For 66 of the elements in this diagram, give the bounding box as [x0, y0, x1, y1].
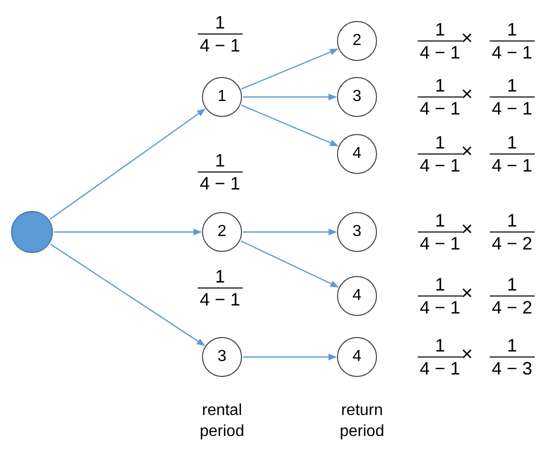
axis-caption: rental period: [198, 401, 246, 442]
fraction-numerator: 1: [435, 334, 445, 356]
multiply-sign: ×: [461, 218, 473, 242]
fraction-denominator: 4 − 1: [418, 154, 462, 176]
circle-node: [202, 212, 242, 252]
fraction-denominator: 4 − 1: [198, 34, 242, 56]
circle-node: [337, 212, 377, 252]
multiply-sign: ×: [461, 84, 473, 106]
arrow: [50, 108, 206, 220]
filled-circle-node: [11, 211, 53, 253]
node-number: 1: [218, 88, 226, 106]
fraction-denominator: 4 − 1: [418, 96, 462, 120]
node-number: 3: [352, 88, 362, 106]
fraction-denominator: 4 − 1: [490, 40, 534, 64]
circle-node: [202, 77, 242, 117]
multiply-sign: ×: [461, 28, 473, 50]
fraction-denominator: 4 − 3: [490, 356, 534, 380]
fraction-numerator: 1: [507, 74, 517, 96]
node-number: 3: [352, 223, 362, 241]
node-number: 2: [352, 32, 362, 50]
fraction-numerator: 1: [507, 18, 517, 40]
fraction-numerator: 1: [507, 132, 517, 154]
arrow: [241, 48, 338, 90]
arrow: [50, 244, 206, 346]
fraction-denominator: 4 − 1: [418, 296, 462, 318]
fraction-denominator: 4 − 2: [490, 232, 534, 254]
arrow: [243, 354, 337, 360]
circle-node: [202, 337, 242, 377]
fraction-denominator: 4 − 2: [490, 296, 534, 318]
node-number: 4: [352, 145, 362, 163]
circle-node: [337, 134, 377, 174]
fraction-numerator: 1: [215, 266, 225, 288]
multiply-sign: ×: [461, 140, 473, 164]
arrow: [243, 228, 337, 236]
fraction-denominator: 4 − 1: [418, 356, 462, 380]
fraction-numerator: 1: [507, 274, 517, 296]
node-number: 2: [218, 223, 226, 241]
circle-node: [337, 337, 377, 377]
multiply-sign: ×: [461, 344, 473, 366]
fraction-denominator: 4 − 1: [490, 154, 534, 176]
circle-node: [337, 21, 377, 61]
fraction-numerator: 1: [435, 74, 445, 96]
node-number: 4: [352, 287, 362, 305]
arrow: [240, 240, 339, 288]
arrow: [241, 104, 338, 146]
axis-caption: return period: [338, 401, 386, 442]
fraction-numerator: 1: [435, 274, 445, 296]
circle-node: [337, 77, 377, 117]
fraction-denominator: 4 − 1: [418, 232, 462, 254]
arrow: [243, 94, 337, 100]
fraction-numerator: 1: [215, 12, 225, 34]
node-number: 4: [352, 348, 362, 366]
multiply-sign: ×: [461, 282, 473, 306]
fraction-denominator: 4 − 1: [198, 288, 242, 310]
fraction-numerator: 1: [435, 210, 445, 232]
circle-node: [337, 276, 377, 316]
fraction-numerator: 1: [435, 132, 445, 154]
node-number: 3: [218, 348, 226, 366]
fraction-numerator: 1: [507, 210, 517, 232]
arrow: [54, 228, 202, 236]
fraction-numerator: 1: [215, 150, 225, 172]
fraction-numerator: 1: [507, 334, 517, 356]
fraction-numerator: 1: [435, 18, 445, 40]
fraction-denominator: 4 − 1: [418, 40, 462, 64]
fraction-denominator: 4 − 1: [198, 172, 242, 194]
fraction-denominator: 4 − 1: [490, 96, 534, 120]
